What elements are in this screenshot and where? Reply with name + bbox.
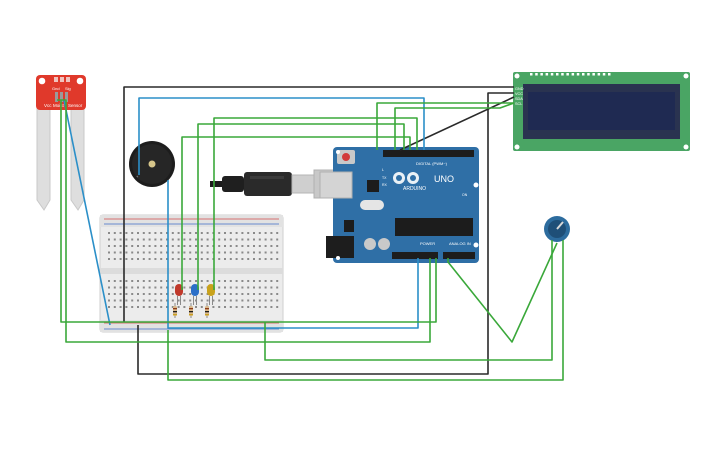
- wire-green-soil-vcc[interactable]: [57, 99, 431, 343]
- analog-in-label: ANALOG IN: [449, 241, 471, 246]
- wire-green-led-red[interactable]: [181, 136, 411, 290]
- wire-blue-buzzer[interactable]: [138, 97, 425, 175]
- label-moist: Moist: [53, 103, 65, 108]
- wire-blue-rail[interactable]: [167, 180, 419, 329]
- breadboard[interactable]: [99, 214, 284, 333]
- potentiometer[interactable]: [544, 216, 570, 242]
- svg-text:+: +: [136, 174, 139, 179]
- brand-label: ARDUINO: [403, 186, 426, 192]
- lcd-header-pins: [530, 73, 611, 76]
- wire-black-lcd-gnd[interactable]: [123, 86, 514, 322]
- lcd-pin-label-sda: SDA: [515, 97, 523, 101]
- wires: [57, 86, 564, 381]
- mounting-hole: [38, 77, 46, 85]
- label-sensor: Sensor: [68, 103, 83, 108]
- led-yellow[interactable]: [207, 284, 215, 305]
- tx-label: TX: [382, 176, 387, 180]
- wire-black-arduino[interactable]: [399, 96, 515, 151]
- led-group: [173, 284, 215, 318]
- rx-label: RX: [382, 183, 388, 187]
- breadboard-holes: [108, 232, 279, 308]
- wire-green-pot-wiper[interactable]: [447, 242, 558, 343]
- led-blue[interactable]: [191, 284, 199, 305]
- lcd-pin-label-gnd: GND: [515, 87, 524, 91]
- label-vcc: Vcc: [44, 103, 52, 108]
- soil-moisture-sensor[interactable]: Vcc Moist Sensor Gnd Sig: [36, 75, 86, 211]
- digital-pins-label: DIGITAL (PWM~): [416, 161, 448, 166]
- led-red[interactable]: [175, 284, 183, 305]
- wire-green-lcd-sda[interactable]: [376, 102, 514, 150]
- label-sig: Sig: [65, 86, 71, 91]
- piezo-buzzer[interactable]: +: [129, 141, 175, 187]
- arduino-uno-board[interactable]: ARDUINO UNO DIGITAL (PWM~) POWER ANALOG …: [319, 147, 479, 263]
- wire-green-pot-gnd[interactable]: [167, 240, 564, 381]
- resistor[interactable]: [189, 303, 193, 318]
- power-label: POWER: [420, 241, 435, 246]
- resistor[interactable]: [173, 303, 177, 318]
- resistor[interactable]: [205, 303, 209, 318]
- wire-blue-soil-sig[interactable]: [63, 99, 111, 326]
- mounting-hole: [76, 77, 84, 85]
- lcd-pin-label-scl: SCL: [515, 102, 522, 106]
- l-label: L: [382, 168, 384, 172]
- wire-black-gnd-loop[interactable]: [137, 92, 514, 375]
- reset-button[interactable]: [342, 153, 350, 161]
- lcd-pin-label-vcc: VCC: [515, 92, 523, 96]
- label-gnd: Gnd: [52, 86, 60, 91]
- wire-green-lcd-scl[interactable]: [394, 102, 515, 150]
- wire-green-pot-vcc[interactable]: [264, 240, 553, 361]
- wire-green-led-yellow[interactable]: [213, 117, 418, 290]
- wire-green-led-blue[interactable]: [197, 123, 405, 290]
- wire-green-soil-gnd[interactable]: [60, 100, 437, 323]
- on-label: ON: [462, 193, 468, 197]
- model-label: UNO: [434, 174, 454, 184]
